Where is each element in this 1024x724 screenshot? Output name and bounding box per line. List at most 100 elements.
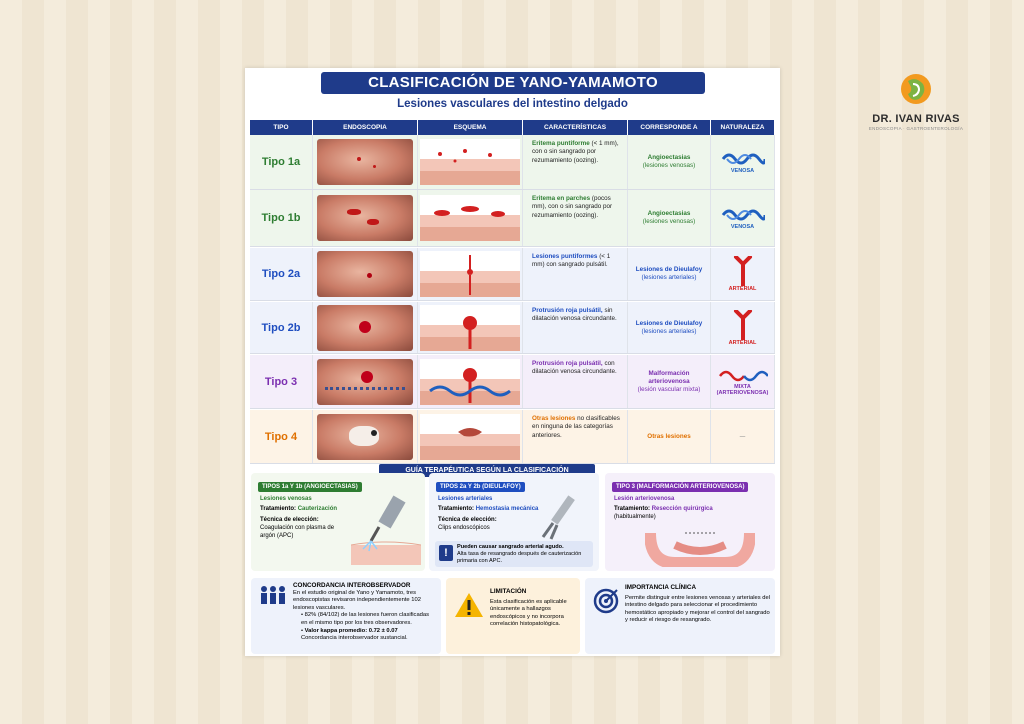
intestine-resection-icon [645, 532, 755, 567]
brand-name: DR. IVAN RIVAS [872, 113, 960, 125]
header-caracteristicas: CARACTERÍSTICAS [523, 120, 628, 135]
nature-label: VENOSA [730, 224, 755, 230]
characteristics-bold: Otras lesiones [532, 415, 576, 422]
guide-tag-type2: TIPOS 2a Y 2b (DIEULAFOY) [436, 482, 525, 492]
type-label: Tipo 4 [250, 410, 313, 463]
endoscopy-image [317, 139, 413, 185]
schema-diagram [420, 304, 520, 351]
guide3-treat-note: (habitualmente) [614, 514, 656, 520]
characteristics-text: (< 1 mm) con sangrado pulsátil. [532, 253, 611, 269]
corresponds-label: Lesiones de Dieulafoy [635, 319, 703, 327]
guide2-lesion: Lesiones arteriales [438, 496, 493, 502]
table-row: Tipo 1a Eritema puntiforme (< 1 mm), con … [250, 135, 775, 190]
clinical-importance-box: IMPORTANCIA CLÍNICA Permite distinguir e… [585, 578, 775, 654]
nature-label: ARTERIAL [728, 286, 757, 292]
characteristics-text: con dilatación venosa circundante. [532, 360, 617, 376]
characteristics-cell: Lesiones puntiformes (< 1 mm) con sangra… [523, 248, 628, 300]
nature-cell: — [711, 410, 775, 463]
schema-diagram [420, 251, 520, 297]
concordance-text: En el estudio original de Yano y Yamamot… [293, 589, 421, 611]
header-corresponde: CORRESPONDE A [628, 120, 711, 135]
corresponds-label: Angioectasias [647, 154, 691, 161]
characteristics-text: no clasificables en ninguna de las categ… [532, 415, 620, 439]
limitation-box: LIMITACIÓN Esta clasificación es aplicab… [446, 578, 580, 654]
corresponds-cell: Malformación arteriovenosa(lesión vascul… [628, 355, 711, 408]
page-subtitle: Lesiones vasculares del intestino delgad… [397, 98, 628, 110]
characteristics-bold: Protrusión roja pulsátil, [532, 360, 603, 367]
endoscopy-cell [313, 135, 418, 189]
type-label: Tipo 1a [250, 135, 313, 189]
endoscopy-cell [313, 355, 418, 408]
guide-card-type1: TIPOS 1a Y 1b (ANGIOECTASIAS) Lesiones v… [251, 473, 425, 571]
header-tipo: TIPO [250, 120, 313, 135]
guide1-treat-label: Tratamiento: [260, 506, 297, 512]
endoscopy-image [317, 413, 413, 460]
type-label: Tipo 3 [250, 355, 313, 408]
characteristics-text: (< 1 mm), con o sin sangrado por rezumam… [532, 140, 619, 164]
characteristics-bold: Lesiones puntiformes [532, 253, 598, 260]
kappa-value: Valor kappa promedio: 0.72 ± 0.07 [304, 627, 398, 634]
guide-tag-type3: TIPO 3 (MALFORMACIÓN ARTERIOVENOSA) [612, 482, 749, 492]
guide2-tech-value: Clips endoscópicos [438, 525, 490, 531]
importance-text: Permite distinguir entre lesiones venosa… [625, 594, 770, 624]
endoscopic-clip-icon [541, 495, 575, 540]
page-title: CLASIFICACIÓN DE YANO-YAMAMOTO [321, 72, 705, 94]
corresponds-label: Lesiones de Dieulafoy [635, 266, 703, 273]
corresponds-label: Angioectasias [647, 210, 691, 217]
corresponds-cell: Otras lesiones [628, 410, 711, 463]
endoscopy-cell [313, 410, 418, 463]
limitation-text: Esta clasificación es aplicable únicamen… [490, 598, 567, 628]
guide-card-type2: TIPOS 2a Y 2b (DIEULAFOY) Lesiones arter… [429, 473, 599, 571]
table-row: Tipo 3 Protrusión roja pulsátil, con dila… [250, 355, 775, 409]
guide3-treat-value: Resección quirúrgica [651, 506, 713, 512]
warning-text: Alta tasa de resangrado después de caute… [457, 551, 582, 564]
table-row: Tipo 4 Otras lesiones no clasificables en… [250, 410, 775, 464]
endoscopy-image [317, 358, 413, 405]
characteristics-cell: Protrusión roja pulsátil, sin dilatación… [523, 302, 628, 353]
guide2-treat-value: Hemostasia mecánica [475, 506, 539, 512]
characteristics-bold: Eritema puntiforme [532, 140, 590, 147]
importance-title: IMPORTANCIA CLÍNICA [625, 584, 697, 591]
guide-tag-type1: TIPOS 1a Y 1b (ANGIOECTASIAS) [258, 482, 362, 492]
characteristics-text: sin dilatación venosa circundante. [532, 307, 617, 323]
apc-probe-icon [351, 495, 421, 565]
target-icon [593, 588, 619, 614]
header-endoscopia: ENDOSCOPIA [313, 120, 418, 135]
guide1-tech-value: Coagulación con plasma de argón (APC) [260, 525, 335, 539]
people-group-icon [261, 586, 285, 604]
corresponds-cell: Angioectasias(lesiones venosas) [628, 135, 711, 189]
schema-cell [418, 248, 523, 300]
guide3-lesion: Lesión arteriovenosa [614, 496, 675, 502]
nature-cell: ARTERIAL [711, 302, 775, 353]
brand-tagline: ENDOSCOPIA · GASTROENTEROLOGÍA [868, 126, 964, 131]
mixed-vessel-icon [718, 370, 768, 381]
schema-diagram [420, 139, 520, 185]
guide2-treat-label: Tratamiento: [438, 506, 475, 512]
schema-cell [418, 190, 523, 246]
type-label: Tipo 2a [250, 248, 313, 300]
characteristics-bold: Eritema en parches [532, 195, 591, 202]
endoscopy-cell [313, 302, 418, 353]
nature-cell: VENOSA [711, 135, 775, 189]
characteristics-cell: Eritema puntiforme (< 1 mm), con o sin s… [523, 135, 628, 189]
corresponds-cell: Angioectasias(lesiones venosas) [628, 190, 711, 246]
nature-label: — [739, 433, 746, 440]
characteristics-text: (pocos mm), con o sin sangrado por rezum… [532, 195, 613, 219]
schema-cell [418, 355, 523, 408]
corresponds-sub: (lesiones venosas) [642, 162, 696, 169]
venous-vessel-icon [721, 153, 765, 165]
corresponds-sub: (lesiones arteriales) [641, 327, 697, 335]
nature-cell: VENOSA [711, 190, 775, 246]
corresponds-label: Otras lesiones [647, 432, 691, 440]
characteristics-bold: Protrusión roja pulsátil, [532, 307, 603, 314]
corresponds-label: Malformación arteriovenosa [648, 369, 690, 385]
nature-label: MIXTA (ARTERIOVENOSA) [716, 383, 769, 396]
guide2-tech-label: Técnica de elección: [438, 517, 497, 523]
corresponds-cell: Lesiones de Dieulafoy(lesiones arteriale… [628, 302, 711, 353]
corresponds-sub: (lesiones arteriales) [641, 274, 697, 281]
header-naturaleza: NATURALEZA [711, 120, 775, 135]
corresponds-sub: (lesión vascular mixta) [637, 385, 701, 393]
schema-cell [418, 135, 523, 189]
endoscopy-cell [313, 248, 418, 300]
